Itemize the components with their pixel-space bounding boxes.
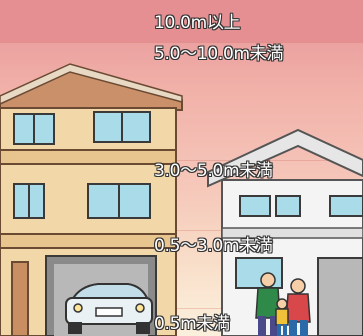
label-3-to-5m: 3.0〜5.0m未満	[154, 161, 273, 181]
two-story-house-icon	[207, 128, 363, 336]
band-divider	[0, 308, 363, 309]
family-icon	[255, 272, 311, 336]
band-divider	[0, 160, 363, 161]
band-divider	[0, 42, 363, 43]
band-divider	[0, 230, 363, 231]
label-10m-plus: 10.0m以上	[154, 13, 241, 33]
label-05-to-3m: 0.5〜3.0m未満	[154, 236, 273, 256]
label-5-to-10m: 5.0〜10.0m未満	[154, 44, 284, 64]
band-10m-plus	[0, 0, 363, 42]
car-icon	[65, 283, 153, 334]
label-under-05m: 0.5m未満	[154, 314, 230, 334]
